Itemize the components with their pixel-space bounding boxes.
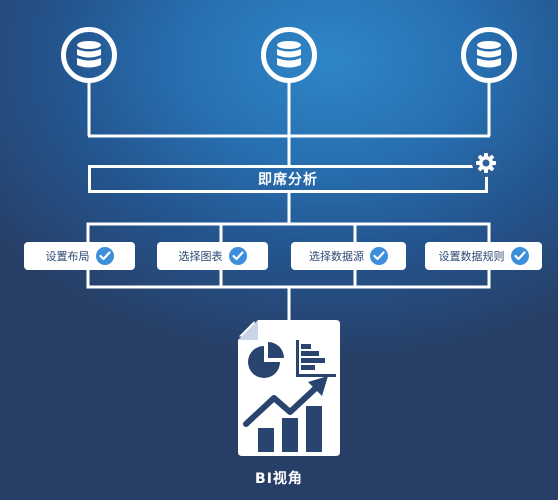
step-label: 设置数据规则 [438, 250, 505, 263]
database-icon [277, 41, 301, 68]
check-icon [370, 247, 388, 265]
check-icon [228, 247, 247, 265]
database-icon [477, 41, 501, 68]
database-source-2 [261, 27, 317, 83]
step-label: 选择图表 [178, 250, 223, 263]
step-label: 选择数据源 [309, 250, 364, 263]
step-set-data-rules: 设置数据规则 [425, 242, 542, 270]
ad-hoc-analysis-label: 即席分析 [258, 172, 318, 188]
step-choose-chart: 选择图表 [157, 242, 268, 270]
check-icon [95, 247, 114, 265]
ad-hoc-analysis-box: 即席分析 [88, 165, 488, 193]
check-icon [510, 247, 529, 265]
step-label: 设置布局 [45, 250, 90, 263]
report-document-icon [238, 320, 340, 456]
database-source-3 [461, 27, 517, 83]
bi-view-title: BI视角 [255, 471, 303, 487]
step-set-layout: 设置布局 [24, 242, 135, 270]
step-choose-datasource: 选择数据源 [291, 242, 406, 270]
gear-icon [472, 149, 500, 177]
database-icon [77, 41, 101, 68]
database-source-1 [61, 27, 117, 83]
